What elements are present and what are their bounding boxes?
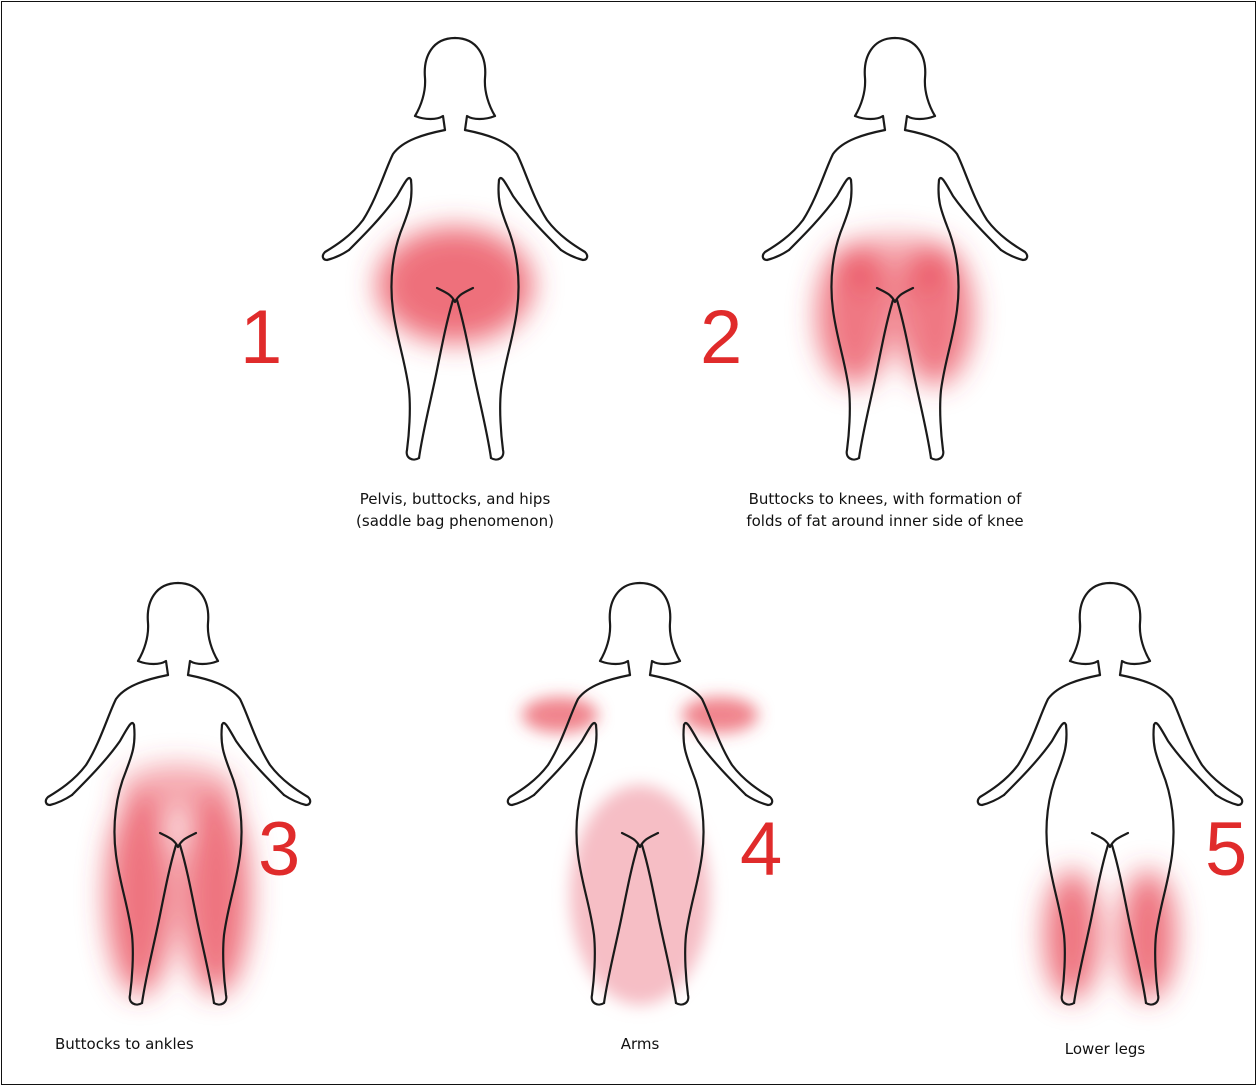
caption-line: Lower legs <box>1040 1038 1170 1060</box>
figure-caption: Buttocks to knees, with formation of fol… <box>705 488 1065 532</box>
highlight-buttocks-to-ankles <box>106 764 250 995</box>
figure-1 <box>305 30 605 470</box>
caption-line: (saddle bag phenomenon) <box>300 510 610 532</box>
figure-caption: Arms <box>590 1033 690 1055</box>
figure-number: 5 <box>1205 812 1247 888</box>
figure-4-illustration <box>490 575 790 1015</box>
figure-number: 1 <box>240 300 282 376</box>
figure-5 <box>960 575 1259 1015</box>
figure-4 <box>490 575 790 1015</box>
figure-1-illustration <box>305 30 605 470</box>
caption-line: Pelvis, buttocks, and hips <box>300 488 610 510</box>
figure-5-illustration <box>960 575 1259 1015</box>
caption-line: Buttocks to knees, with formation of <box>705 488 1065 510</box>
figure-number: 3 <box>258 812 300 888</box>
figure-caption: Buttocks to ankles <box>55 1033 255 1055</box>
caption-line: folds of fat around inner side of knee <box>705 510 1065 532</box>
figure-3 <box>28 575 328 1015</box>
highlight-arms-and-legs <box>522 697 758 1005</box>
highlight-pelvis-hips <box>377 227 533 343</box>
highlight-buttocks-to-knees <box>817 235 973 385</box>
caption-line: Arms <box>590 1033 690 1055</box>
caption-line: Buttocks to ankles <box>55 1033 255 1055</box>
figure-3-illustration <box>28 575 328 1015</box>
figure-2-illustration <box>745 30 1045 470</box>
figure-caption: Pelvis, buttocks, and hips (saddle bag p… <box>300 488 610 532</box>
figure-number: 2 <box>700 300 742 376</box>
figure-number: 4 <box>740 812 782 888</box>
figure-2 <box>745 30 1045 470</box>
figure-caption: Lower legs <box>1040 1038 1170 1060</box>
